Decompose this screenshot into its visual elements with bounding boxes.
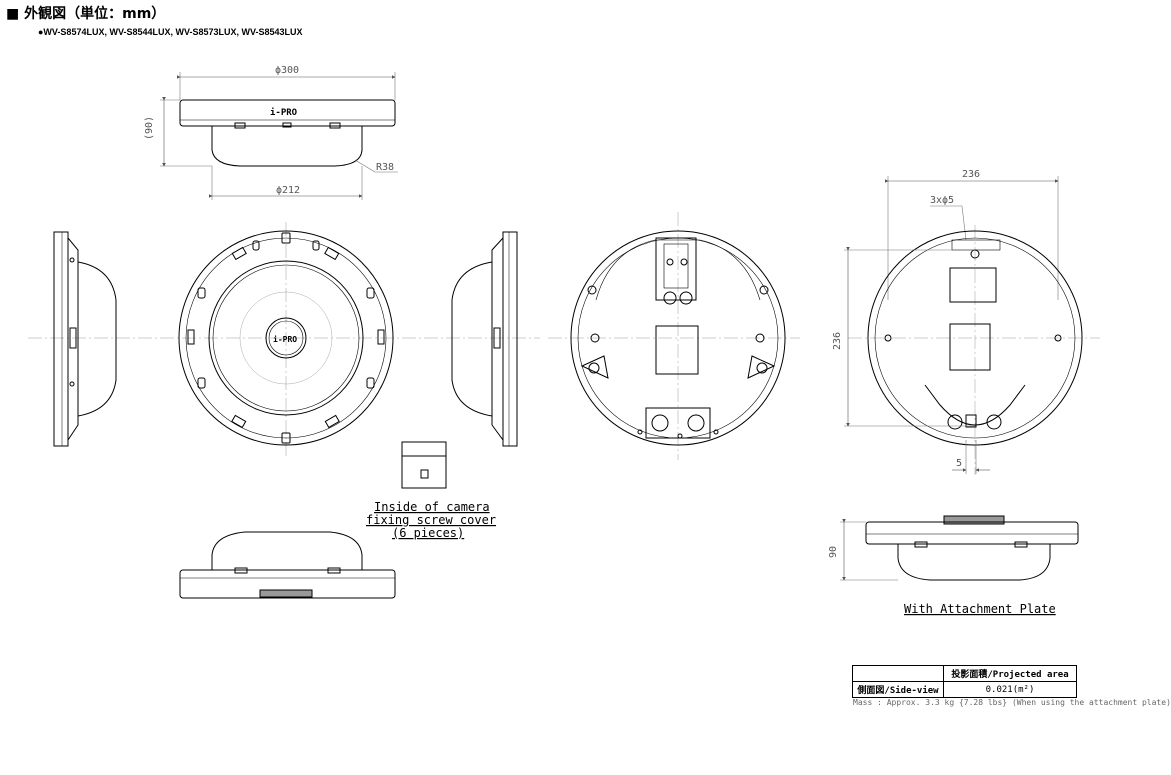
left-side-view	[53, 231, 117, 447]
attachment-caption: With Attachment Plate	[904, 602, 1056, 616]
model-list: ●WV-S8574LUX, WV-S8544LUX, WV-S8573LUX, …	[38, 27, 303, 37]
table-row-label: 側面図/Side-view	[852, 681, 944, 698]
dim-height-90-paren: (90)	[144, 116, 155, 140]
dim-height-90: 90	[828, 546, 839, 558]
brand-logo-front: i-PRO	[273, 334, 297, 344]
projected-area-table: 投影面積/Projected area 側面図/Side-view 0.021(…	[852, 665, 1077, 698]
cover-caption-line2: fixing screw cover	[366, 513, 496, 527]
dim-holes-3x5: 3xϕ5	[930, 195, 954, 206]
right-side-view	[451, 231, 518, 447]
dim-diameter-212: ϕ212	[276, 185, 300, 196]
table-row-value: 0.021(m²)	[943, 681, 1077, 698]
dim-radius-38: R38	[376, 162, 394, 173]
brand-logo-top: i-PRO	[270, 107, 298, 118]
cover-caption-line3: (6 pieces)	[392, 526, 464, 540]
table-header: 投影面積/Projected area	[943, 665, 1077, 682]
dim-diameter-300: ϕ300	[275, 65, 299, 76]
rear-view	[570, 212, 786, 460]
cover-caption-line1: Inside of camera	[374, 500, 490, 514]
page-title: ■ 外観図（単位：mm）	[6, 6, 166, 22]
table-corner	[852, 665, 944, 682]
mass-note: Mass : Approx. 3.3 kg {7.28 lbs} (When u…	[853, 698, 1171, 707]
dim-width-236: 236	[962, 169, 980, 180]
attachment-side-view	[840, 515, 1079, 581]
front-view	[178, 222, 394, 458]
bottom-side-view	[179, 531, 396, 599]
dim-offset-5: 5	[956, 458, 962, 469]
attachment-plate-view	[844, 176, 1083, 475]
screw-cover-detail	[401, 441, 447, 489]
top-side-view	[160, 72, 398, 200]
dim-height-236: 236	[832, 332, 843, 350]
